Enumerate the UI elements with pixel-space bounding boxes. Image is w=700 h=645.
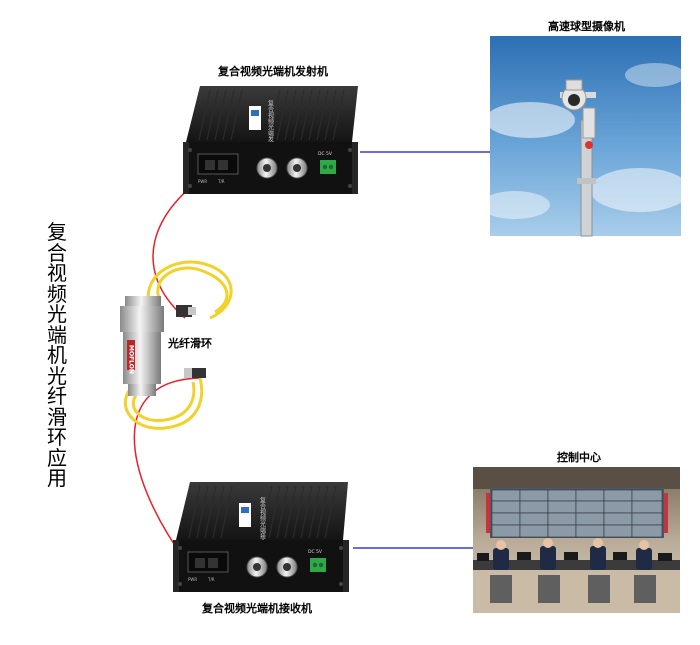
rx-port-label-1: PWR [188,577,197,582]
receiver-label: 复合视频光端机接收机 [202,602,312,615]
tx-port-label-2: T/R [217,179,225,184]
rx-side-text: 复合视频光端接收机 [259,496,266,552]
camera-label: 高速球型摄像机 [548,20,625,33]
slip-ring-brand: MOFLON [128,345,135,374]
tx-side-text: 复合视频光端发射机 [267,99,274,155]
tx-dc-label: DC 5V [318,151,333,157]
transmitter-label: 复合视频光端机发射机 [218,65,328,78]
tx-port-label-1: PWR [198,179,207,184]
fiber-red-bottom [133,377,201,561]
camera-photo [480,36,690,237]
receiver-device: 复合视频光端接收机 PWR T/R DC 5V [173,482,349,592]
rx-port-label-2: T/R [207,577,215,582]
control-center-label: 控制中心 [557,451,601,464]
fiber-slip-ring: MOFLON [120,260,233,430]
transmitter-device: 复合视频光端发射机 PWR T/R DC 5V [183,86,358,194]
slip-ring-label: 光纤滑环 [168,337,212,350]
rx-dc-label: DC 5V [308,549,323,555]
vertical-title: 复合视频光端机光纤滑环应用 [47,220,67,490]
control-center-photo [473,467,680,613]
